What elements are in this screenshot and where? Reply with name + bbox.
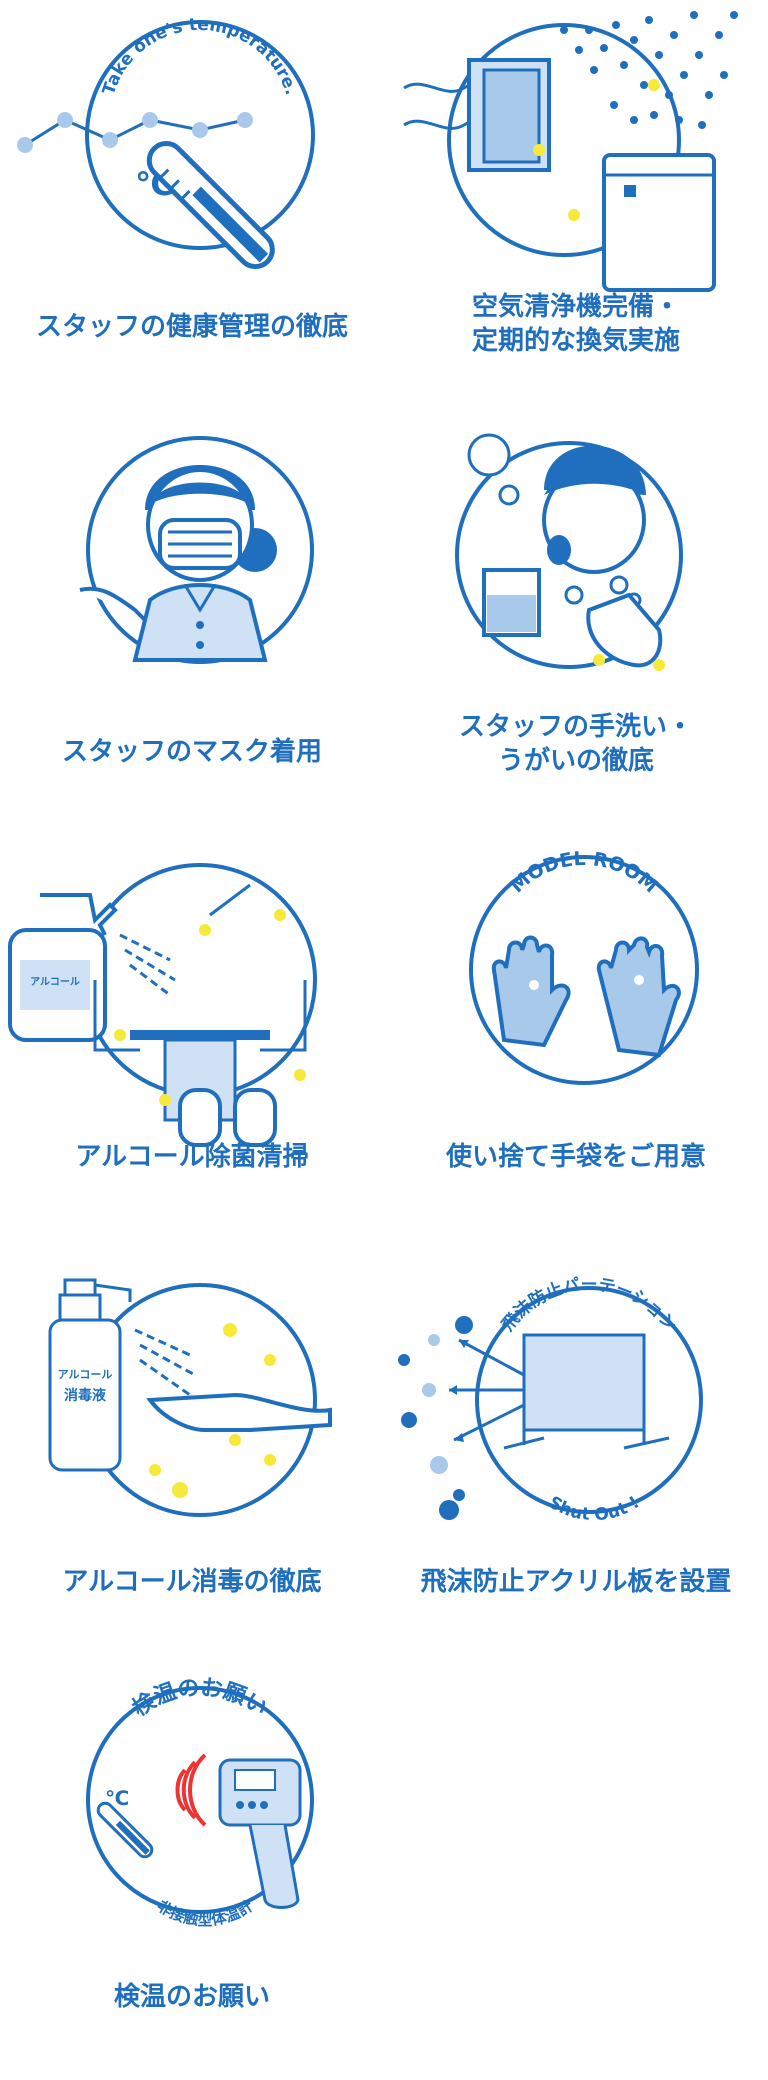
temperature-check-illustration: 検温のお願い 非接触型体温計 ℃ <box>86 1675 314 1929</box>
label-line: スタッフの手洗い・ <box>458 712 693 742</box>
label-line: スタッフのマスク着用 <box>61 737 322 767</box>
label-line: 検温のお願い <box>113 1982 270 2012</box>
label-line: 空気清浄機完備・ <box>471 292 680 322</box>
air-purifier-illustration <box>403 11 738 292</box>
acrylic-partition-illustration: 飛沫防止パーテーション Shut Out ! <box>398 1275 703 1525</box>
card-air-purifier: 空気清浄機完備・ 定期的な換気実施 <box>384 0 768 410</box>
label-line: うがいの徹底 <box>497 746 654 776</box>
label-line: スタッフの健康管理の徹底 <box>35 312 348 342</box>
label-line: 使い捨て手袋をご用意 <box>445 1142 706 1172</box>
label-line: アルコール消毒の徹底 <box>62 1567 322 1597</box>
gloves-illustration: MODEL ROOM <box>469 848 699 1085</box>
card-acrylic-partition: 飛沫防止パーテーション Shut Out ! 飛沫防止アクリル板を設置 <box>384 1260 768 1670</box>
card-alcohol-cleaning: アルコール アルコール除菌清掃 <box>0 840 384 1250</box>
masked-staff-illustration <box>79 436 314 664</box>
label-line: 飛沫防止アクリル板を設置 <box>420 1567 732 1597</box>
label-line: アルコール除菌清掃 <box>75 1142 309 1172</box>
card-gloves: MODEL ROOM 使い捨て手袋をご用意 <box>384 840 768 1250</box>
bottle-label-2: 消毒液 <box>64 1387 107 1404</box>
card-temperature-check: 検温のお願い 非接触型体温計 ℃ 検温のお願い <box>0 1670 384 2080</box>
card-mask: スタッフのマスク着用 <box>0 420 384 830</box>
handwash-gargle-illustration <box>455 433 683 671</box>
alcohol-disinfection-illustration: アルコール 消毒液 <box>48 1278 332 1517</box>
alcohol-cleaning-illustration: アルコール <box>8 863 317 1147</box>
bottle-label-1: アルコール <box>58 1368 113 1381</box>
card-handwash: スタッフの手洗い・ うがいの徹底 <box>384 420 768 830</box>
card-alcohol-disinfection: アルコール 消毒液 アルコール消毒の徹底 <box>0 1260 384 1670</box>
thermometer-illustration: Take one's temperature. ℃ <box>17 15 315 270</box>
bottle-label: アルコール <box>30 976 80 988</box>
card-health-management: Take one's temperature. ℃ スタッフの健康管理の徹底 <box>0 0 384 410</box>
label-line: 定期的な換気実施 <box>471 326 680 356</box>
